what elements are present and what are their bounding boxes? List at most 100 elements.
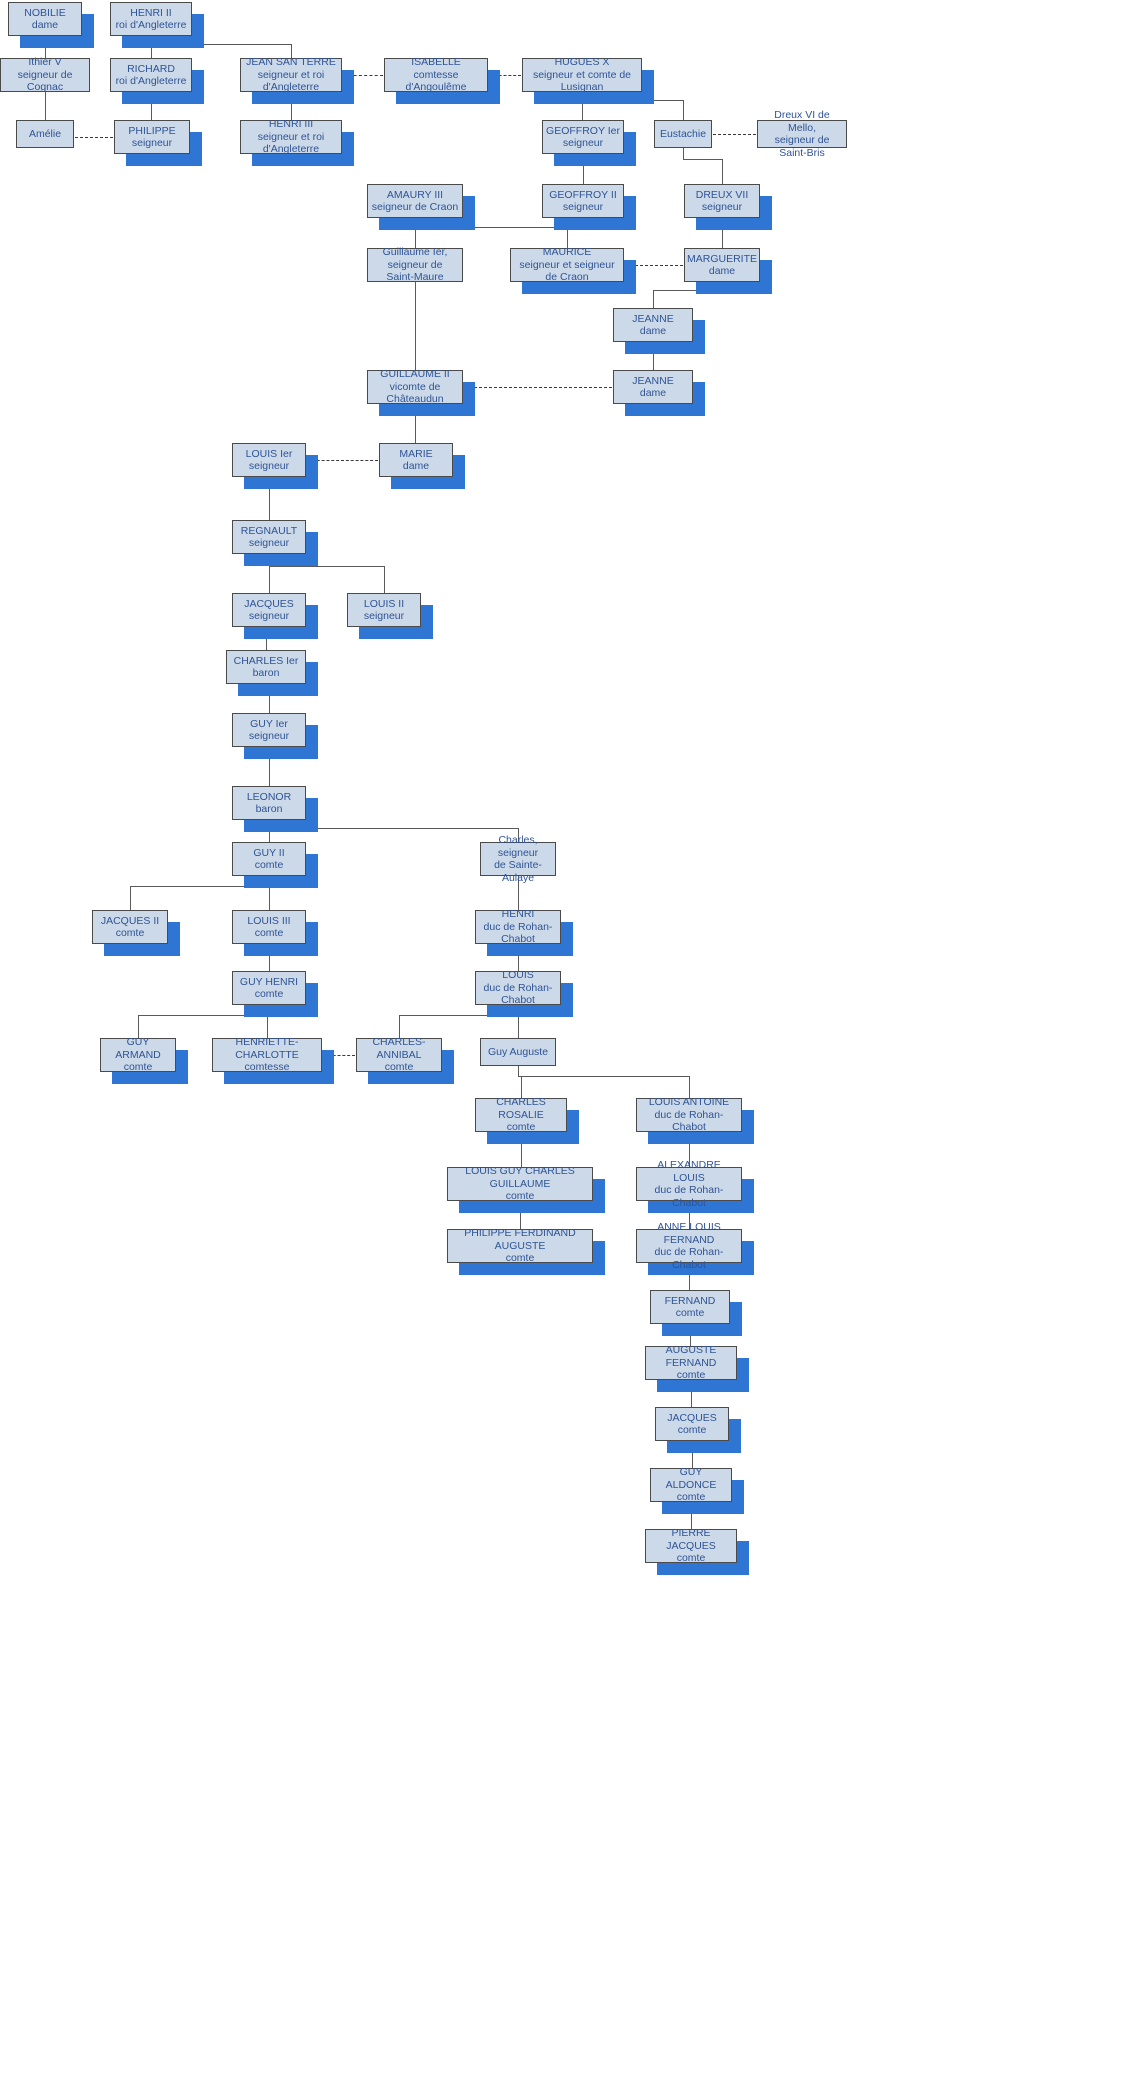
person-name: ALEXANDRE LOUIS: [657, 1159, 721, 1184]
person-title: dame: [31, 19, 59, 31]
person-title: duc de Rohan-Chabot: [654, 1246, 724, 1271]
person-title: Saint-Maure: [386, 271, 444, 284]
person-title: comte: [676, 1552, 706, 1565]
person-title: baron: [252, 667, 280, 679]
person-name: GUY ALDONCE: [665, 1466, 717, 1491]
person-title: comte: [675, 1307, 705, 1319]
descent-line: [692, 1441, 693, 1468]
person-node-eustachie[interactable]: Eustachie: [654, 120, 712, 148]
person-node-dreux6[interactable]: Dreux VI de Mello,seigneur de Saint-Bris: [757, 109, 847, 159]
person-title: comtesse: [244, 1061, 290, 1074]
descent-line: [291, 44, 292, 58]
person-name: HENRI: [501, 908, 535, 921]
person-title: comte: [123, 1061, 153, 1074]
descent-line: [269, 747, 270, 786]
descent-line: [520, 1201, 521, 1229]
descent-line: [653, 290, 722, 291]
person-title: comte: [254, 927, 284, 939]
descent-line: [683, 100, 684, 120]
person-name: GUILLAUME II: [380, 368, 450, 381]
person-title: seigneur: [131, 137, 173, 149]
person-name: HUGUES X: [554, 56, 610, 69]
person-title: duc de Rohan-Chabot: [654, 1108, 724, 1134]
person-name: GUY ARMAND: [115, 1036, 161, 1061]
person-name: CHARLES ROSALIE: [496, 1096, 546, 1121]
person-title: comte: [506, 1121, 536, 1134]
person-title: comte: [676, 1369, 706, 1382]
person-title: seigneur et roi d'Angleterre: [257, 68, 325, 94]
descent-line: [521, 1076, 522, 1098]
person-title: seigneur de Cognac: [17, 68, 73, 94]
person-node-guyauguste[interactable]: Guy Auguste: [480, 1038, 556, 1066]
descent-line: [399, 1015, 518, 1016]
person-node-amelie[interactable]: Amélie: [16, 120, 74, 148]
person-name: LOUIS GUY CHARLES GUILLAUME: [465, 1165, 575, 1190]
descent-line: [291, 92, 292, 120]
person-name: LOUIS III: [247, 914, 291, 927]
person-name: GUY II: [253, 846, 285, 859]
person-title: dame: [639, 325, 667, 337]
marriage-line: [713, 134, 756, 135]
person-name: MARIE: [399, 447, 433, 460]
person-title: comte: [254, 859, 284, 871]
person-name: AMAURY III: [386, 188, 444, 201]
person-title: seigneur de Craon: [371, 201, 459, 213]
descent-line: [269, 566, 384, 567]
person-name: Ithier V: [28, 56, 62, 69]
descent-line: [151, 92, 152, 120]
descent-line: [138, 1015, 139, 1038]
person-title: seigneur et roi d'Angleterre: [257, 130, 325, 156]
person-title: seigneur: [701, 201, 743, 213]
person-name: ANNE LOUIS FERNAND: [657, 1221, 721, 1246]
person-title: comtesse d'Angoulême: [405, 68, 467, 94]
